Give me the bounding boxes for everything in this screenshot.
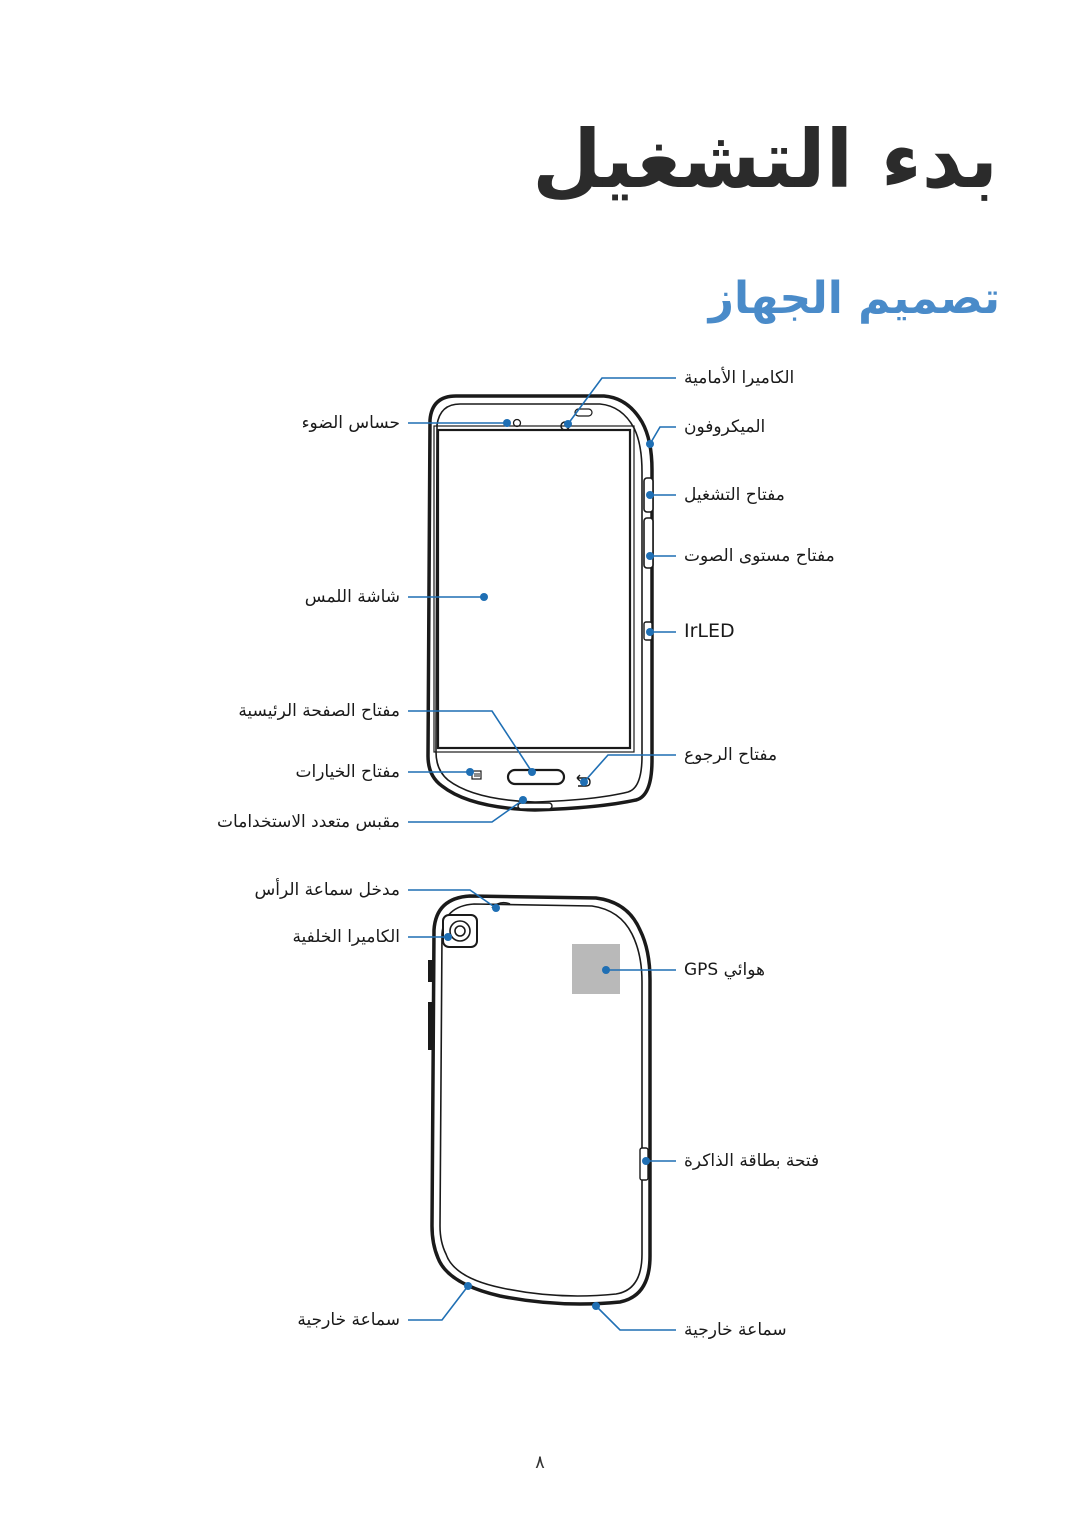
label-headset-jack: مدخل سماعة الرأس xyxy=(254,880,401,900)
label-front-camera: الكاميرا الأمامية xyxy=(684,368,795,388)
home-button-shape xyxy=(506,768,566,786)
label-volume-button: مفتاح مستوى الصوت xyxy=(684,546,835,566)
label-speaker-right: سماعة خارجية xyxy=(684,1320,787,1340)
gps-patch xyxy=(572,944,620,994)
touchscreen-area xyxy=(436,428,632,750)
callouts-front-left xyxy=(408,419,536,823)
callouts-back xyxy=(408,889,676,1331)
front-device xyxy=(426,394,654,812)
chapter-title: بدء التشغيل xyxy=(532,113,998,206)
page-number: ٨ xyxy=(535,1452,545,1473)
label-microphone: الميكروفون xyxy=(684,417,766,437)
callouts-front-right xyxy=(564,377,676,786)
label-gps-antenna: هوائي GPS xyxy=(684,960,765,980)
label-multipurpose-jack: مقبس متعدد الاستخدامات xyxy=(217,812,400,832)
label-power-button: مفتاح التشغيل xyxy=(684,485,785,505)
label-memory-slot: فتحة بطاقة الذاكرة xyxy=(684,1151,820,1171)
label-home-button: مفتاح الصفحة الرئيسية xyxy=(238,701,400,721)
label-menu-button: مفتاح الخيارات xyxy=(295,762,400,782)
label-back-button: مفتاح الرجوع xyxy=(684,745,778,765)
label-light-sensor: حساس الضوء xyxy=(301,413,400,433)
rear-camera-shape xyxy=(442,914,478,948)
label-speaker-left: سماعة خارجية xyxy=(297,1310,400,1330)
back-device xyxy=(428,894,652,1306)
label-irled: IrLED xyxy=(684,620,735,642)
label-touchscreen: شاشة اللمس xyxy=(304,587,400,607)
section-title: تصميم الجهاز xyxy=(708,273,1000,324)
label-rear-camera: الكاميرا الخلفية xyxy=(292,927,400,947)
